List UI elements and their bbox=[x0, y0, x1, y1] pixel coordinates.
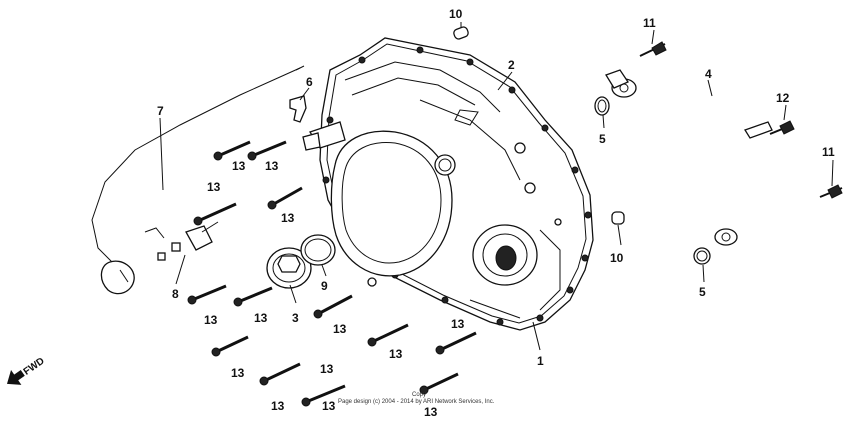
label-part-11-upper: 11 bbox=[643, 16, 656, 30]
switch-part-8 bbox=[157, 221, 219, 261]
bolt-shank bbox=[215, 335, 249, 354]
label-bolt-13: 13 bbox=[204, 313, 218, 327]
label-part-5-lower: 5 bbox=[699, 285, 706, 299]
bolt-shank bbox=[197, 202, 237, 223]
clip-part-6 bbox=[289, 95, 307, 123]
bolt-head bbox=[247, 151, 257, 161]
forward-direction-indicator: FWD bbox=[6, 356, 47, 385]
bolts-part-13 bbox=[187, 140, 477, 407]
bolt-shank bbox=[439, 331, 477, 352]
bolt-head bbox=[233, 297, 243, 307]
label-part-1: 1 bbox=[537, 354, 544, 368]
bolt-head bbox=[187, 295, 197, 305]
dowel-part-10-upper bbox=[453, 26, 469, 40]
bolt-head bbox=[301, 397, 311, 407]
label-bolt-13: 13 bbox=[231, 366, 245, 380]
bolt-shank bbox=[217, 140, 251, 158]
label-part-2: 2 bbox=[508, 58, 515, 72]
plug-part-3 bbox=[266, 247, 312, 289]
bolt-part-11-upper bbox=[639, 41, 667, 57]
label-part-3: 3 bbox=[292, 311, 299, 325]
label-part-10-upper: 10 bbox=[449, 7, 463, 21]
label-bolt-13: 13 bbox=[254, 311, 268, 325]
label-bolt-13: 13 bbox=[232, 159, 246, 173]
bolt-head bbox=[267, 200, 277, 210]
bolt-head bbox=[313, 309, 323, 319]
label-bolt-13: 13 bbox=[320, 362, 334, 376]
label-bolt-13: 13 bbox=[281, 211, 295, 225]
watermark-copy: Copy bbox=[412, 392, 426, 398]
bolt-head bbox=[419, 385, 429, 395]
label-part-7: 7 bbox=[157, 104, 164, 118]
bolt-shank bbox=[191, 284, 227, 302]
bolt-head bbox=[367, 337, 377, 347]
label-part-6: 6 bbox=[306, 75, 313, 89]
bolt-shank bbox=[317, 294, 353, 316]
bolt-head bbox=[259, 376, 269, 386]
bolt-shank bbox=[237, 286, 273, 304]
forward-arrow-icon bbox=[6, 369, 25, 385]
bolt-head bbox=[435, 345, 445, 355]
watermark-copyright: Page design (c) 2004 - 2014 by ARI Netwo… bbox=[338, 399, 495, 405]
bolt-shank bbox=[423, 372, 459, 392]
crankcase-cover bbox=[302, 37, 594, 331]
bolt-head bbox=[213, 151, 223, 161]
part-labels: 1 2 3 4 5 5 6 7 8 9 10 10 11 11 12 13 13… bbox=[157, 7, 835, 419]
bolt-shank bbox=[271, 186, 303, 207]
label-bolt-13: 13 bbox=[451, 317, 465, 331]
label-bolt-13: 13 bbox=[333, 322, 347, 336]
label-part-9: 9 bbox=[321, 279, 328, 293]
label-bolt-13: 13 bbox=[271, 399, 285, 413]
oil-pipe-part-4 bbox=[605, 69, 805, 246]
label-part-5-upper: 5 bbox=[599, 132, 606, 146]
bolt-part-11-lower bbox=[819, 184, 843, 199]
label-bolt-13: 13 bbox=[207, 180, 221, 194]
label-part-12: 12 bbox=[776, 91, 790, 105]
bolt-head bbox=[211, 347, 221, 357]
bolt-part-12 bbox=[769, 120, 795, 135]
bolt-shank bbox=[371, 323, 409, 344]
label-bolt-13: 13 bbox=[322, 399, 336, 413]
o-ring-part-9 bbox=[300, 234, 336, 266]
bolt-shank bbox=[305, 384, 346, 404]
wire-part-7 bbox=[91, 65, 305, 295]
washer-part-5-lower bbox=[693, 247, 711, 265]
forward-label: FWD bbox=[22, 356, 47, 378]
label-part-4: 4 bbox=[705, 67, 712, 81]
bolt-shank bbox=[251, 140, 287, 158]
bolt-head bbox=[193, 216, 203, 226]
label-part-11-lower: 11 bbox=[822, 145, 835, 159]
label-bolt-13: 13 bbox=[389, 347, 403, 361]
label-bolt-13: 13 bbox=[265, 159, 279, 173]
label-bolt-13: 13 bbox=[424, 405, 438, 419]
leader-lines bbox=[159, 22, 834, 351]
label-part-8: 8 bbox=[172, 287, 179, 301]
bolt-shank bbox=[263, 362, 301, 383]
washer-part-5-upper bbox=[594, 96, 610, 116]
label-part-10-lower: 10 bbox=[610, 251, 624, 265]
dowel-part-10-lower bbox=[611, 211, 625, 225]
